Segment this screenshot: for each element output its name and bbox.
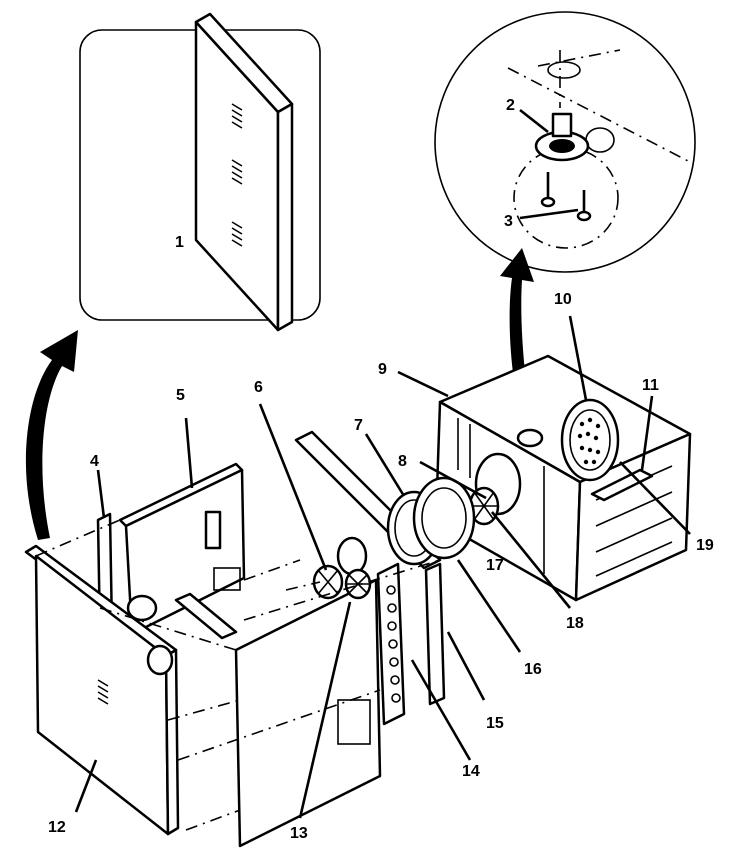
gear-part-6	[312, 564, 344, 600]
fan-cover-part-10	[560, 398, 620, 482]
callout-12: 12	[48, 819, 66, 836]
callout-16: 16	[524, 661, 542, 678]
panel-1-vents	[231, 103, 243, 247]
terminal-strip-part-14	[376, 562, 446, 726]
callout-19: 19	[696, 537, 714, 554]
callout-10: 10	[554, 291, 572, 308]
panel-1-side-edge	[276, 102, 294, 332]
callout-17: 17	[486, 557, 504, 574]
inset-panel-view: 1	[79, 12, 321, 332]
callout-8: 8	[398, 453, 407, 470]
arrow-to-detail-icon	[500, 248, 534, 412]
callout-13: 13	[290, 825, 308, 842]
callout-4: 4	[90, 453, 99, 470]
assembly-lines	[35, 519, 441, 831]
callout-2: 2	[506, 97, 515, 114]
middle-panel	[174, 430, 442, 848]
rear-panel-part-5	[118, 462, 246, 636]
callout-14: 14	[462, 763, 480, 780]
callout-7: 7	[354, 417, 363, 434]
callout-15: 15	[486, 715, 504, 732]
gear-part-13	[344, 568, 372, 600]
detail-circle-frame	[434, 11, 696, 273]
detail-circle-view: 2 3	[434, 11, 696, 273]
screws-part-3	[540, 172, 592, 222]
callout-18: 18	[566, 615, 584, 632]
callout-5: 5	[176, 387, 185, 404]
bracket-part-11	[590, 468, 654, 502]
side-panel-part-12	[24, 544, 180, 836]
callout-1: 1	[175, 234, 184, 251]
reflector-part-16	[412, 476, 476, 560]
callout-11: 11	[642, 377, 659, 394]
arrow-to-inset-icon	[25, 330, 78, 540]
callout-9: 9	[378, 361, 387, 378]
fitting-part-2	[534, 112, 590, 162]
callout-6: 6	[254, 379, 263, 396]
callout-3: 3	[504, 213, 513, 230]
